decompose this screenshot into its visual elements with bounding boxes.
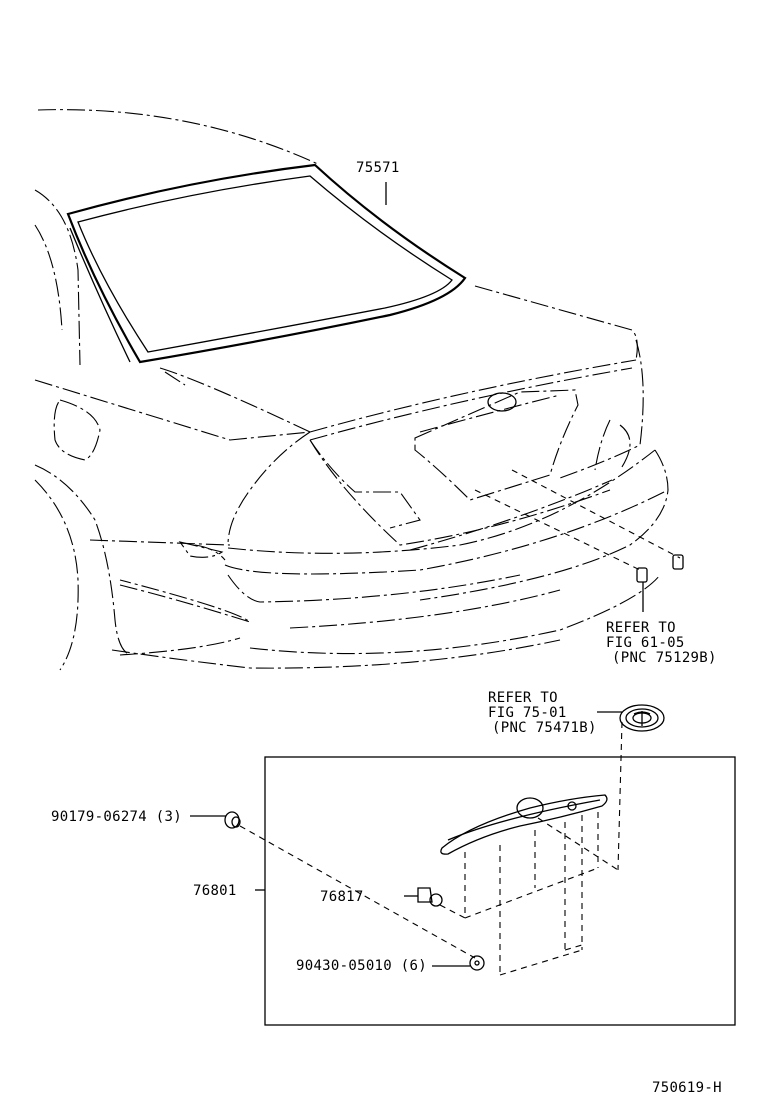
label-90179-06274: 90179-06274 (3) bbox=[51, 809, 182, 825]
nut-90430 bbox=[432, 955, 485, 971]
label-75571: 75571 bbox=[356, 160, 400, 176]
emblem bbox=[597, 704, 665, 871]
label-76801: 76801 bbox=[193, 883, 237, 899]
ref-fig-75-01-line2: FIG 75-01 bbox=[488, 705, 567, 721]
nut-90179 bbox=[190, 811, 476, 959]
ref-fig-61-05-line2: FIG 61-05 bbox=[606, 635, 685, 651]
ref-fig-61-05-line3: (PNC 75129B) bbox=[612, 650, 717, 666]
assembly-76801-box bbox=[264, 756, 736, 1026]
clip-76817 bbox=[404, 887, 466, 919]
car-body-outline bbox=[34, 109, 669, 671]
clips-trunk bbox=[474, 469, 684, 612]
rear-window-weatherstrip bbox=[66, 163, 467, 364]
label-90430-05010: 90430-05010 (6) bbox=[296, 958, 427, 974]
ref-fig-61-05-line1: REFER TO bbox=[606, 620, 676, 636]
ref-fig-75-01-line1: REFER TO bbox=[488, 690, 558, 706]
illustration-code: 750619-H bbox=[652, 1080, 722, 1096]
label-76817: 76817 bbox=[320, 889, 364, 905]
ref-fig-75-01-line3: (PNC 75471B) bbox=[492, 720, 597, 736]
garnish-76801 bbox=[440, 794, 619, 976]
